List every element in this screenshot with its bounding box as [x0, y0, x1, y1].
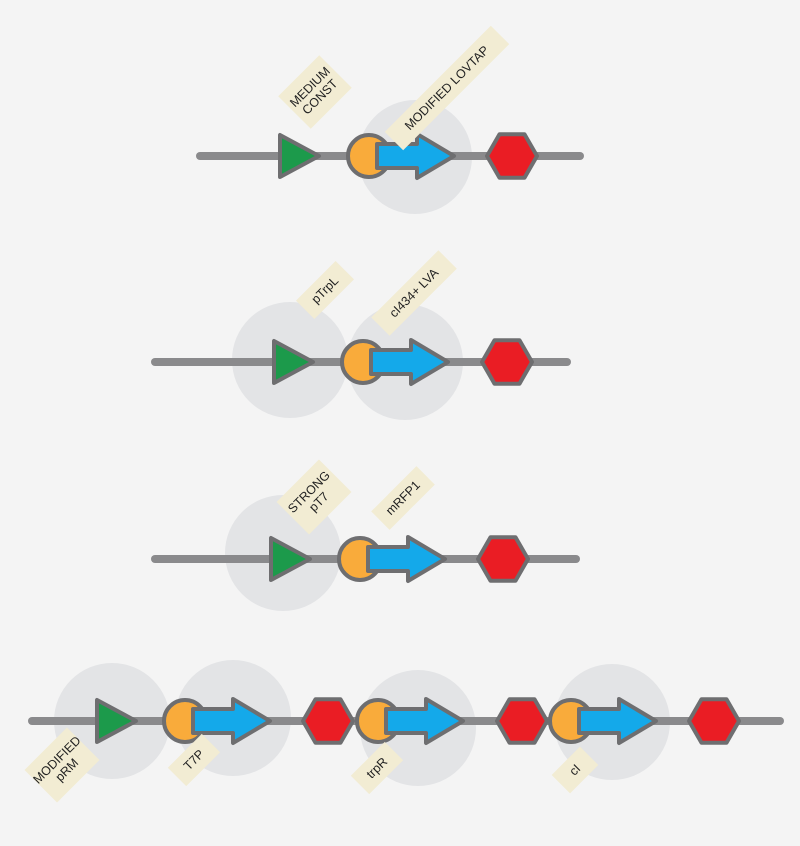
label-tag-background — [350, 741, 404, 795]
part-label-tag: cI — [551, 746, 599, 794]
label-tag-background — [551, 746, 599, 794]
cds-arrow-glyph — [366, 535, 447, 583]
terminator-glyph — [687, 697, 741, 745]
label-tag-background — [384, 25, 510, 151]
promoter-glyph — [95, 698, 138, 744]
label-tag-background — [296, 261, 354, 319]
terminator-glyph — [495, 697, 549, 745]
part-label-tag: cI434+ LVA — [371, 250, 457, 336]
promoter-glyph — [272, 339, 315, 385]
part-label-tag: T7P — [167, 733, 221, 787]
terminator-glyph — [485, 132, 539, 180]
label-tag-background — [371, 466, 435, 530]
promoter-glyph — [269, 536, 312, 582]
label-tag-background — [278, 55, 352, 129]
part-label-tag: trpR — [350, 741, 404, 795]
label-tag-background — [371, 250, 457, 336]
backbone-layer — [28, 152, 784, 725]
terminator-glyph — [480, 338, 534, 386]
terminator-glyph — [301, 697, 355, 745]
promoter-glyph — [278, 133, 321, 179]
terminator-glyph — [476, 535, 530, 583]
parts-layer — [95, 132, 741, 745]
cds-arrow-glyph — [577, 697, 658, 745]
cds-arrow-glyph — [384, 697, 465, 745]
label-tag-background — [167, 733, 221, 787]
part-label-tag: mRFP1 — [371, 466, 435, 530]
label-tag-background — [276, 459, 352, 535]
label-tag-background — [24, 727, 100, 803]
cds-arrow-glyph — [191, 697, 272, 745]
cds-arrow-glyph — [375, 132, 456, 180]
highlight-layer — [54, 100, 670, 786]
cds-arrow-glyph — [369, 338, 450, 386]
